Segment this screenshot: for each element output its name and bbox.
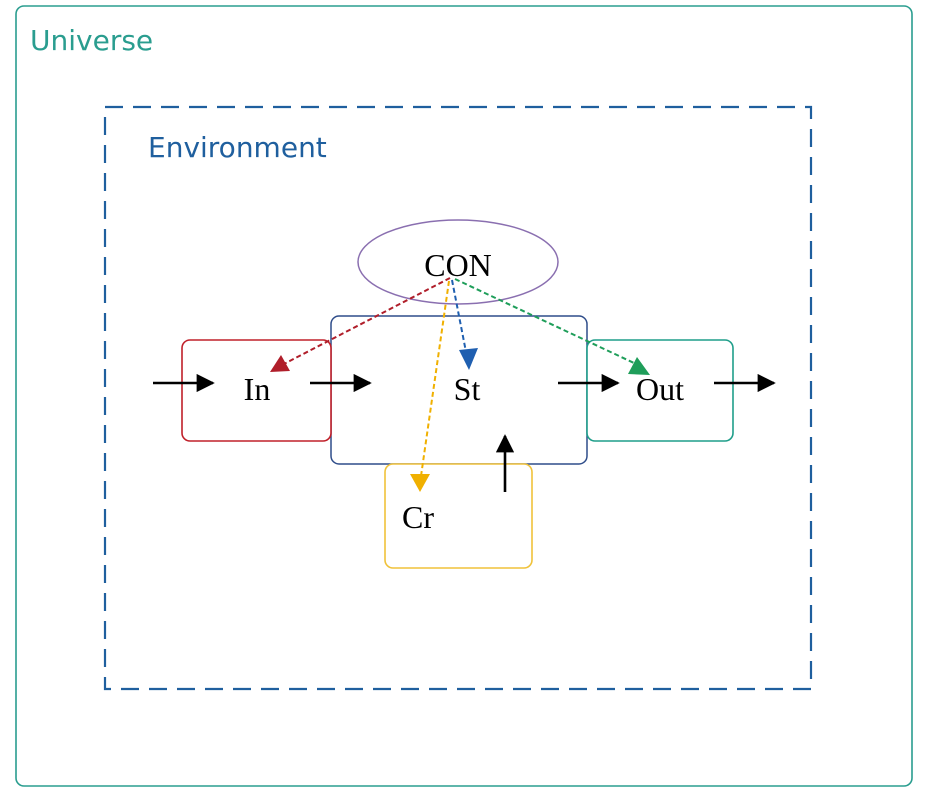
con-ellipse [357, 219, 559, 305]
output-label: Out [636, 371, 684, 407]
con-to-output-arrowhead [628, 357, 650, 375]
state-label: St [454, 371, 481, 407]
universe-box [15, 5, 913, 787]
environment-box [103, 105, 813, 691]
creation-label: Cr [402, 499, 434, 535]
con-to-input-arrowhead [270, 355, 290, 372]
con-to-state-arrow [451, 279, 467, 353]
input-box [181, 339, 332, 442]
input-label: In [244, 371, 271, 407]
output-box [586, 339, 734, 442]
con-to-state-arrowhead [459, 348, 478, 370]
con-label: CON [424, 247, 492, 283]
con-to-creation-arrow [420, 280, 450, 477]
environment-label: Environment [148, 131, 327, 164]
con-to-output-arrow [454, 278, 635, 364]
con-to-creation-arrowhead [410, 474, 430, 492]
creation-box [384, 463, 533, 569]
universe-label: Universe [30, 24, 153, 57]
